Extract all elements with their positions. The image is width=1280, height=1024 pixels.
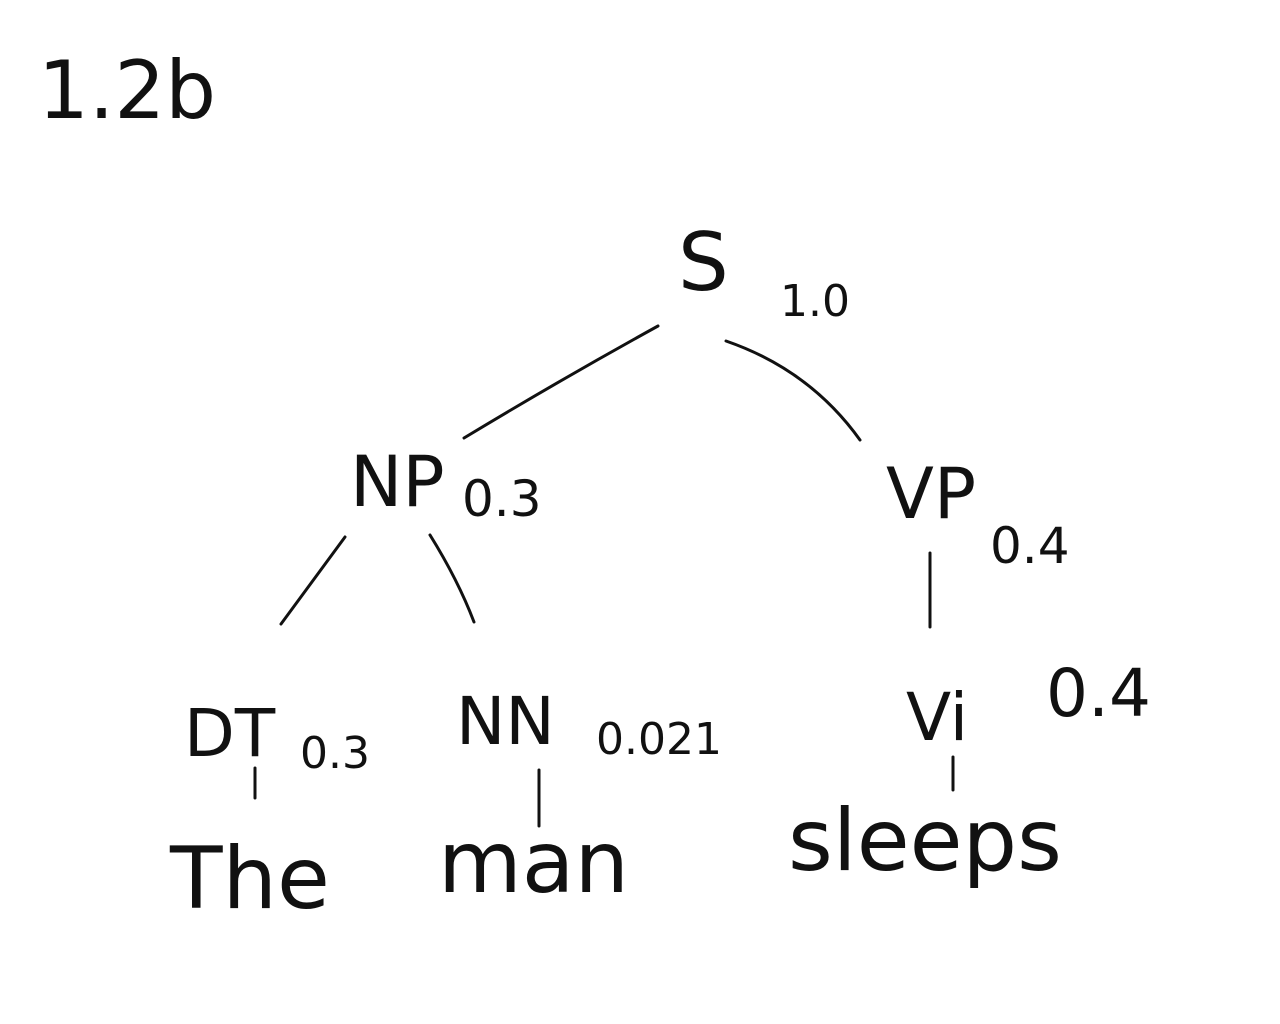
leaf-word-sleeps: sleeps <box>788 791 1062 891</box>
leaf-word-the: The <box>169 829 330 929</box>
node-dt-prob: 0.3 <box>300 728 370 779</box>
node-s-prob: 1.0 <box>780 276 850 327</box>
node-vi-prob: 0.4 <box>1046 655 1151 732</box>
node-vi-label: Vi <box>906 679 968 756</box>
node-np-label: NP <box>350 441 445 523</box>
edge-s-np <box>462 324 660 440</box>
edge-s-vp <box>724 339 862 442</box>
node-nn-prob: 0.021 <box>596 714 722 765</box>
node-dt-label: DT <box>184 695 276 772</box>
leaf-word-man: man <box>438 813 629 913</box>
node-nn-label: NN <box>456 683 555 760</box>
edge-np-dt <box>279 535 347 626</box>
node-vp-label: VP <box>886 453 976 535</box>
node-vp-prob: 0.4 <box>990 517 1070 575</box>
node-s-label: S <box>678 216 729 309</box>
node-np-prob: 0.3 <box>462 470 542 528</box>
edge-np-nn <box>428 533 476 624</box>
problem-label: 1.2b <box>38 44 216 137</box>
